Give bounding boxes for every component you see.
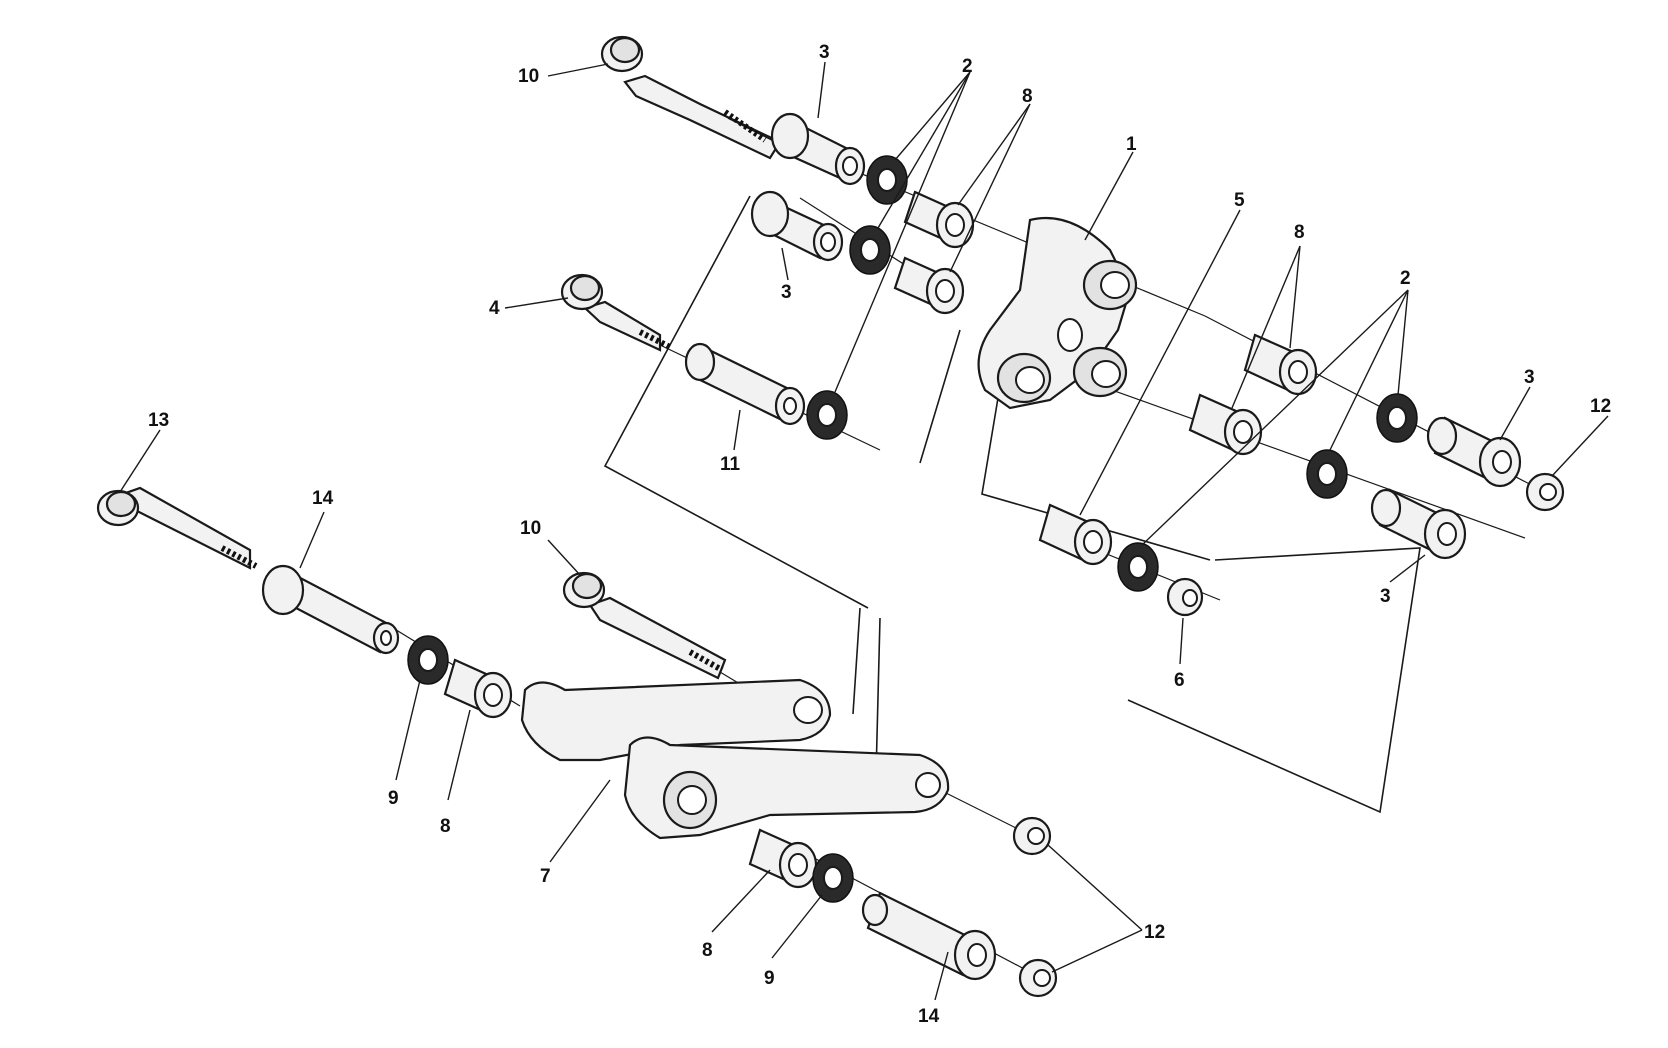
spacer-3-right-top (1426, 416, 1522, 488)
callout-3-right-top: 3 (1524, 367, 1535, 388)
callout-13: 13 (148, 410, 169, 431)
spacer-3-top (770, 112, 866, 186)
callout-14-lower: 14 (918, 1006, 940, 1027)
callout-11: 11 (720, 454, 741, 475)
bearing-2-a2 (849, 225, 891, 275)
nut-12-lower (1012, 816, 1052, 856)
callout-10-lower: 10 (520, 518, 541, 539)
bearing-2-b3 (1117, 542, 1159, 592)
callout-8-lower: 8 (702, 940, 713, 961)
bearing-2-b1 (1376, 393, 1418, 443)
callout-6: 6 (1174, 670, 1185, 691)
bushing-8-top-2 (893, 256, 965, 315)
spacer-3-right-bottom (1370, 488, 1467, 560)
spacer-14-lower (861, 891, 997, 981)
callout-1: 1 (1126, 134, 1137, 155)
callout-3-second: 3 (781, 282, 792, 303)
callout-9-left: 9 (388, 788, 399, 809)
callout-8-lower-left: 8 (440, 816, 451, 837)
bolt-10-lower (562, 571, 727, 680)
bushing-5 (1038, 503, 1113, 566)
bushing-8-right-1 (1243, 333, 1318, 396)
bolt-10-top (600, 35, 782, 160)
callout-12-top: 12 (1590, 396, 1611, 417)
callout-14-left: 14 (312, 488, 334, 509)
bearing-2-a3 (806, 390, 848, 440)
rocker-1 (977, 216, 1138, 410)
callout-2-right: 2 (1400, 268, 1411, 289)
bushing-8-lower-left (443, 658, 513, 719)
spacer-11 (684, 342, 806, 426)
axis-lines (379, 139, 1546, 973)
callout-7: 7 (540, 866, 551, 887)
bushing-8-lower (748, 828, 818, 889)
callout-8-right: 8 (1294, 222, 1305, 243)
callout-2-top: 2 (962, 56, 973, 77)
assembly-boundary-lines (603, 195, 1421, 814)
callout-10-top: 10 (518, 66, 539, 87)
bushing-8-right-2 (1188, 393, 1263, 456)
bolt-13 (96, 486, 258, 570)
callout-5: 5 (1234, 190, 1245, 211)
bushing-8-top-1 (903, 190, 975, 249)
spacer-14-left (261, 564, 400, 655)
callout-3-top: 3 (819, 42, 830, 63)
bolt-4 (560, 273, 674, 352)
bearing-2-a1 (866, 155, 908, 205)
spacer-3-second (750, 190, 844, 262)
bearing-9-left (407, 635, 449, 685)
callout-9-lower: 9 (764, 968, 775, 989)
leader-lines (119, 61, 1609, 1001)
nut-6 (1166, 577, 1204, 617)
bearing-9-lower (812, 853, 854, 903)
callout-4: 4 (489, 298, 500, 319)
callout-12-lower: 12 (1144, 922, 1165, 943)
callout-8-top: 8 (1022, 86, 1033, 107)
callout-labels: 10 3 2 8 1 3 4 11 5 8 2 3 12 6 3 13 14 1… (148, 42, 1611, 1027)
bearing-2-b2 (1306, 449, 1348, 499)
nut-12-bottom (1018, 958, 1058, 998)
link-7 (520, 678, 950, 840)
nut-12-top (1525, 472, 1565, 512)
callout-3-right-bottom: 3 (1380, 586, 1391, 607)
